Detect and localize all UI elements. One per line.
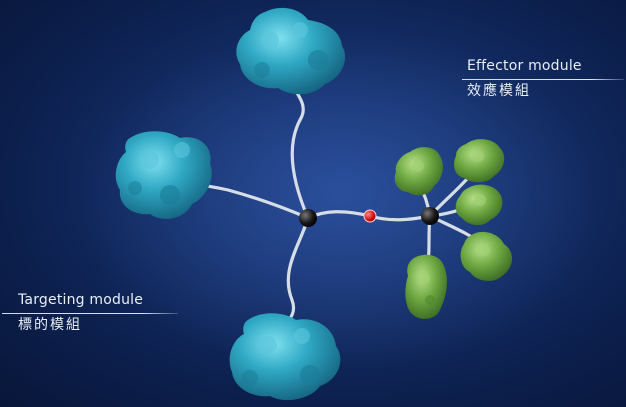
targeting-underline	[2, 313, 178, 314]
effector-protein-5	[405, 254, 447, 319]
core-node-targeting	[299, 209, 317, 227]
targeting-module-label: Targeting module 標的模組	[18, 291, 143, 334]
effector-module-subtitle: 效應模組	[467, 83, 531, 99]
targeting-protein-bottom	[229, 313, 341, 401]
effector-module-title: Effector module	[467, 58, 582, 74]
effector-protein-3	[455, 184, 503, 226]
effector-module-label: Effector module 效應模組	[467, 57, 582, 100]
background-glow	[80, 30, 600, 370]
targeting-module-subtitle: 標的模組	[18, 317, 82, 333]
core-node-effector	[421, 207, 439, 225]
effector-protein-2	[454, 139, 505, 183]
targeting-protein-top	[236, 7, 346, 95]
effector-underline	[462, 79, 624, 80]
targeting-protein-left	[115, 131, 212, 219]
targeting-module-title: Targeting module	[18, 292, 144, 308]
cleavage-node	[363, 209, 377, 223]
effector-protein-4	[460, 231, 513, 281]
effector-protein-1	[394, 147, 443, 196]
